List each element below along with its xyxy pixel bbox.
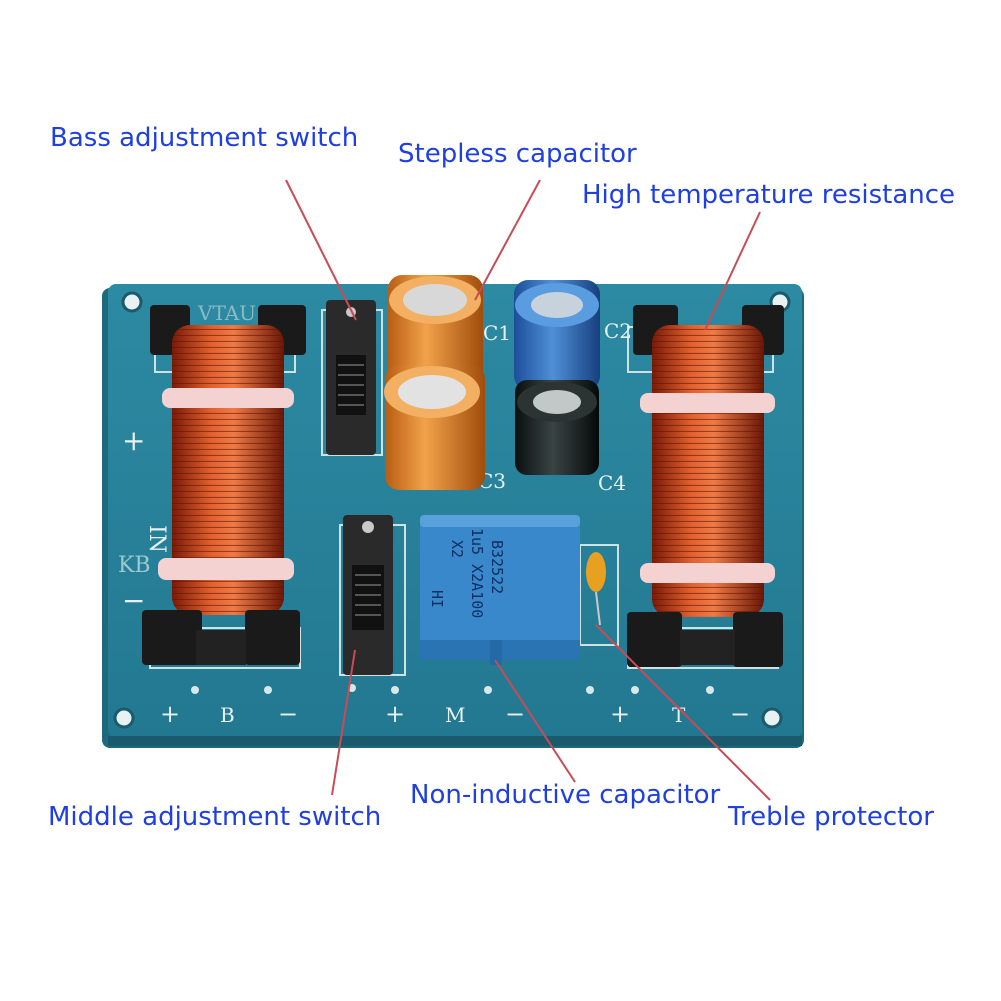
board-label-bass: B	[220, 703, 235, 727]
film-cap-text-line-3: X2	[448, 540, 466, 558]
board-label-in-plus: +	[122, 424, 145, 457]
film-cap-text-line-4: HI	[428, 590, 446, 608]
board-label-mid: M	[445, 703, 465, 727]
stepless-capacitor-bottom	[384, 365, 485, 490]
film-cap-text-line-2: 1u5 X2A100	[468, 528, 486, 618]
board-label-mid-minus: −	[505, 700, 525, 728]
bass-inductor-coil	[142, 305, 306, 665]
board-label-bass-minus: −	[278, 700, 298, 728]
callout-leader-lines	[285, 179, 771, 801]
stepless-capacitor-top	[388, 275, 483, 385]
callout-treble-protector: Treble protector	[728, 802, 934, 832]
board-label-c2: C2	[604, 319, 632, 343]
film-cap-text-line-1: B32522	[488, 540, 506, 594]
board-label-kb: KB	[118, 553, 151, 578]
board-label-in: IN	[144, 525, 169, 553]
board-label-treble: T	[672, 703, 686, 727]
callout-stepless-capacitor: Stepless capacitor	[398, 139, 637, 169]
callout-middle-adjustment-switch: Middle adjustment switch	[48, 802, 382, 832]
black-electrolytic-capacitor	[515, 380, 599, 475]
board-label-c1: C1	[483, 321, 511, 345]
callout-non-inductive-capacitor: Non-inductive capacitor	[410, 780, 721, 810]
bass-slide-switch	[326, 300, 376, 455]
callout-bass-adjustment-switch: Bass adjustment switch	[50, 123, 359, 153]
blue-electrolytic-capacitor	[514, 280, 600, 390]
board-label-treble-plus: +	[610, 700, 630, 728]
non-inductive-film-capacitor	[420, 515, 580, 665]
board-label-mid-plus: +	[385, 700, 405, 728]
board-label-c4: C4	[598, 471, 626, 495]
board-label-treble-minus: −	[730, 700, 750, 728]
callout-high-temperature-resistance: High temperature resistance	[582, 180, 956, 210]
board-label-bass-plus: +	[160, 700, 180, 728]
board-label-in-minus: −	[122, 584, 145, 617]
middle-slide-switch	[343, 515, 393, 675]
treble-protector-component	[586, 552, 606, 626]
treble-inductor-coil	[627, 305, 784, 667]
